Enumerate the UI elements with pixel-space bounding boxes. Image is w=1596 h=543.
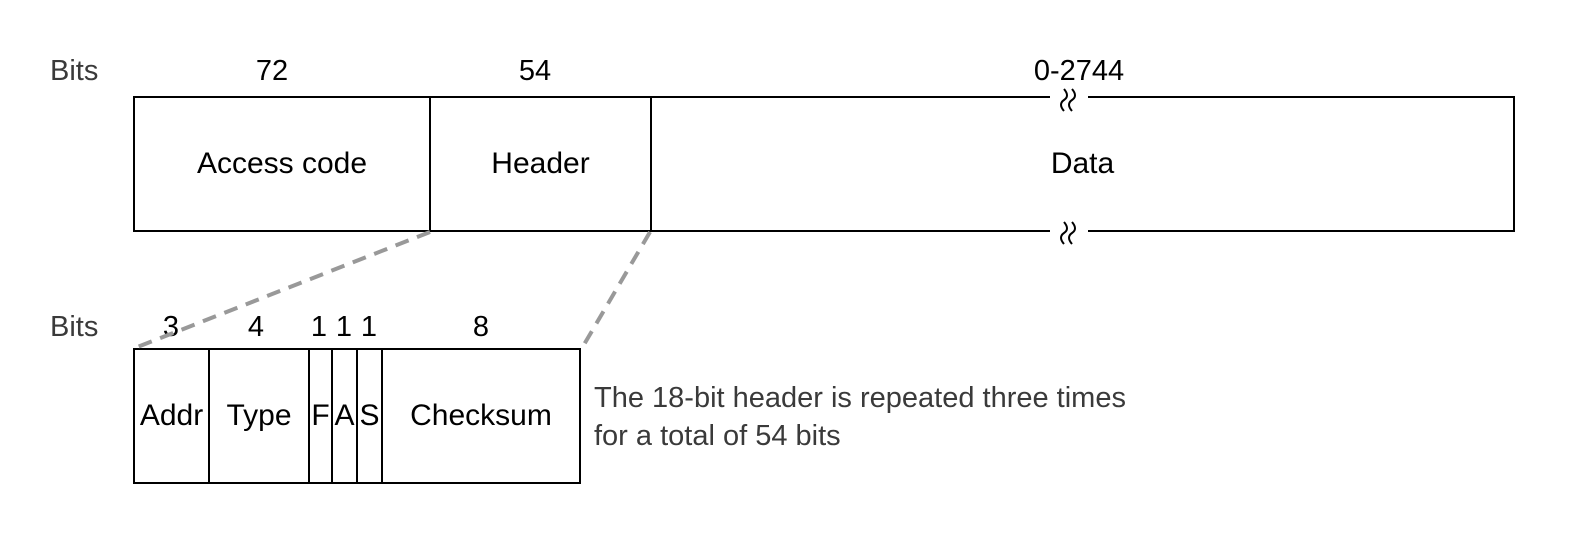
checksum-field: Checksum: [383, 350, 579, 482]
s-label: S: [359, 399, 380, 432]
type-field: Type: [210, 350, 310, 482]
data-field: Data: [652, 98, 1513, 230]
access-code-label: Access code: [196, 147, 368, 180]
f-bits: 1: [310, 311, 328, 343]
access-code-field: Access code: [135, 98, 431, 230]
addr-bits: 3: [162, 311, 180, 343]
data-bits: 0-2744: [1033, 55, 1125, 87]
s-field: S: [358, 350, 383, 482]
header-label: Header: [491, 147, 590, 180]
f-label: F: [311, 399, 330, 432]
header-expand-line-left: [134, 230, 431, 350]
a-label: A: [334, 399, 355, 432]
bottom-row-bits-label: Bits: [50, 311, 99, 343]
checksum-label: Checksum: [410, 399, 552, 432]
s-bits: 1: [360, 311, 378, 343]
header-bits: 54: [518, 55, 552, 87]
header-field: Header: [431, 98, 652, 230]
checksum-bits: 8: [472, 311, 490, 343]
f-field: F: [310, 350, 333, 482]
access-code-bits: 72: [255, 55, 289, 87]
packet-format-box: Access code Header Data: [133, 96, 1515, 232]
type-bits: 4: [247, 311, 265, 343]
top-row-bits-label: Bits: [50, 55, 99, 87]
a-bits: 1: [335, 311, 353, 343]
data-label: Data: [1050, 147, 1115, 180]
header-expand-line-right: [580, 230, 652, 350]
type-label: Type: [226, 399, 292, 432]
header-repeat-note: The 18-bit header is repeated three time…: [594, 382, 1126, 452]
addr-field: Addr: [135, 350, 210, 482]
a-field: A: [333, 350, 358, 482]
header-format-box: Addr Type F A S Checksum: [133, 348, 581, 484]
addr-label: Addr: [139, 399, 204, 432]
